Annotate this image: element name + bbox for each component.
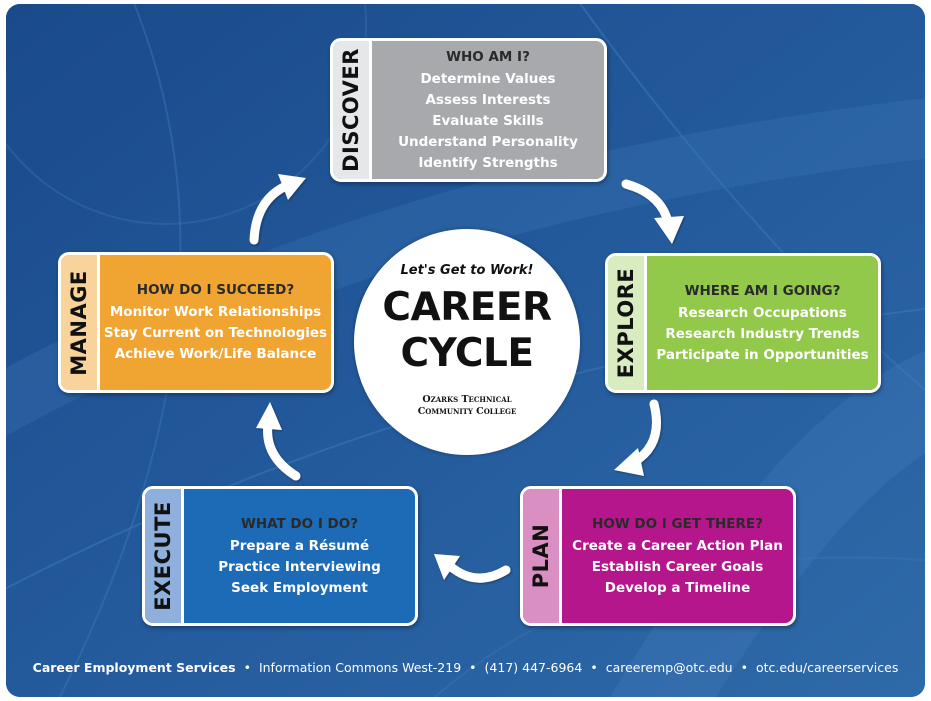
footer-separator: •: [469, 660, 477, 675]
footer-email-link[interactable]: careeremp@otc.edu: [605, 660, 733, 675]
explore-title: WHERE AM I GOING?: [684, 282, 841, 299]
plan-title: HOW DO I GET THERE?: [592, 515, 763, 532]
explore-content: WHERE AM I GOING? Research Occupations R…: [647, 256, 878, 390]
execute-tab: EXECUTE: [145, 489, 184, 623]
explore-item: Research Occupations: [678, 304, 847, 321]
plan-tab: PLAN: [523, 489, 562, 623]
plan-item: Establish Career Goals: [591, 558, 764, 575]
explore-item: Research Industry Trends: [665, 325, 860, 342]
discover-content: WHO AM I? Determine Values Assess Intere…: [372, 41, 604, 179]
career-cycle-diagram: DISCOVER WHO AM I? Determine Values Asse…: [6, 4, 925, 697]
execute-title: WHAT DO I DO?: [240, 515, 359, 532]
discover-title: WHO AM I?: [446, 48, 530, 65]
execute-label: EXECUTE: [151, 501, 175, 611]
plan-content: HOW DO I GET THERE? Create a Career Acti…: [562, 489, 793, 623]
explore-tab: EXPLORE: [608, 256, 647, 390]
execute-card: EXECUTE WHAT DO I DO? Prepare a Résumé P…: [142, 486, 418, 626]
footer-separator: •: [740, 660, 748, 675]
discover-item: Assess Interests: [425, 91, 551, 108]
plan-item: Develop a Timeline: [604, 579, 751, 596]
footer-website-link[interactable]: otc.edu/careerservices: [755, 660, 899, 675]
footer-separator: •: [243, 660, 251, 675]
footer-office: Career Employment Services: [32, 660, 236, 675]
explore-label: EXPLORE: [614, 267, 638, 379]
manage-item: Monitor Work Relationships: [109, 304, 322, 320]
college-name-line1: Ozarks Technical: [422, 394, 512, 405]
plan-card: PLAN HOW DO I GET THERE? Create a Career…: [520, 486, 796, 626]
headline-cycle: CYCLE: [400, 331, 534, 376]
college-logo: Ozarks Technical Community College: [354, 394, 580, 418]
headline-career: CAREER: [382, 285, 552, 330]
discover-tab: DISCOVER: [333, 41, 372, 179]
college-name-line2: Community College: [417, 406, 517, 417]
tagline: Let's Get to Work!: [400, 263, 534, 278]
manage-item: Stay Current on Technologies: [103, 325, 328, 341]
discover-item: Evaluate Skills: [432, 112, 544, 129]
manage-content: HOW DO I SUCCEED? Monitor Work Relations…: [100, 255, 331, 390]
explore-item: Participate in Opportunities: [656, 346, 869, 363]
execute-content: WHAT DO I DO? Prepare a Résumé Practice …: [184, 489, 415, 623]
footer-separator: •: [590, 660, 598, 675]
manage-label: MANAGE: [67, 269, 91, 376]
center-circle: Let's Get to Work! CAREER CYCLE Ozarks T…: [354, 229, 580, 455]
manage-tab: MANAGE: [61, 255, 100, 390]
manage-item: Achieve Work/Life Balance: [114, 346, 317, 362]
execute-item: Seek Employment: [231, 579, 368, 596]
discover-item: Determine Values: [420, 70, 556, 87]
execute-item: Prepare a Résumé: [229, 537, 370, 554]
execute-item: Practice Interviewing: [218, 558, 381, 575]
manage-title: HOW DO I SUCCEED?: [136, 282, 295, 298]
footer-phone: (417) 447-6964: [484, 660, 583, 675]
explore-card: EXPLORE WHERE AM I GOING? Research Occup…: [605, 253, 881, 393]
discover-label: DISCOVER: [339, 48, 363, 172]
footer-contact-bar: Career Employment Services • Information C…: [6, 660, 925, 675]
plan-label: PLAN: [529, 523, 553, 589]
discover-card: DISCOVER WHO AM I? Determine Values Asse…: [330, 38, 607, 182]
plan-item: Create a Career Action Plan: [572, 537, 783, 554]
manage-card: MANAGE HOW DO I SUCCEED? Monitor Work Re…: [58, 252, 334, 393]
discover-item: Understand Personality: [398, 133, 578, 150]
footer-location: Information Commons West-219: [258, 660, 462, 675]
discover-item: Identify Strengths: [418, 154, 558, 171]
